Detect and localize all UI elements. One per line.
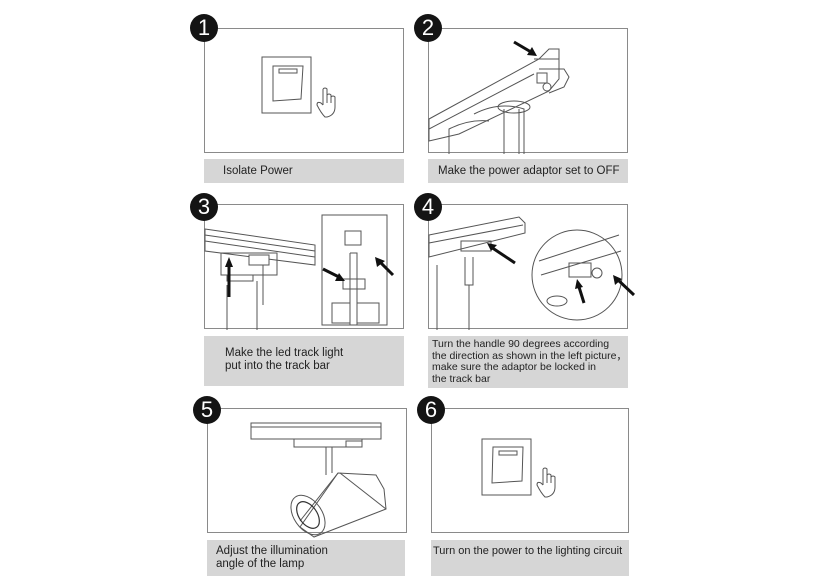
insert-track-light-icon [204, 214, 395, 330]
wall-switch-icon [261, 56, 336, 118]
step-number-badge: 2 [414, 14, 442, 42]
step-caption: Adjust the illumination angle of the lam… [207, 540, 405, 576]
hand-pointer-icon [316, 87, 336, 118]
step-4-illustration-frame [428, 204, 636, 330]
step-number-badge: 4 [414, 193, 442, 221]
step-3-illustration-frame [204, 204, 404, 330]
step-number-badge: 3 [190, 193, 218, 221]
step-number-badge: 6 [417, 396, 445, 424]
step-caption: Turn the handle 90 degrees according the… [428, 336, 628, 388]
step-number-badge: 1 [190, 14, 218, 42]
step-caption: Make the led track light put into the tr… [204, 336, 404, 386]
step-1-illustration-frame [204, 28, 404, 153]
step-caption: Make the power adaptor set to OFF [428, 159, 628, 183]
rotate-handle-icon [428, 216, 636, 330]
hand-pointer-icon [536, 467, 556, 498]
step-2-illustration-frame [428, 28, 628, 154]
step-5-illustration-frame [207, 408, 407, 538]
step-caption: Turn on the power to the lighting circui… [431, 540, 629, 576]
step-caption: Isolate Power [204, 159, 404, 183]
wall-switch-icon [481, 438, 556, 498]
step-number-badge: 5 [193, 396, 221, 424]
step-6-illustration-frame [431, 408, 629, 533]
track-spotlight-icon [250, 422, 387, 538]
track-adaptor-icon [428, 40, 570, 154]
